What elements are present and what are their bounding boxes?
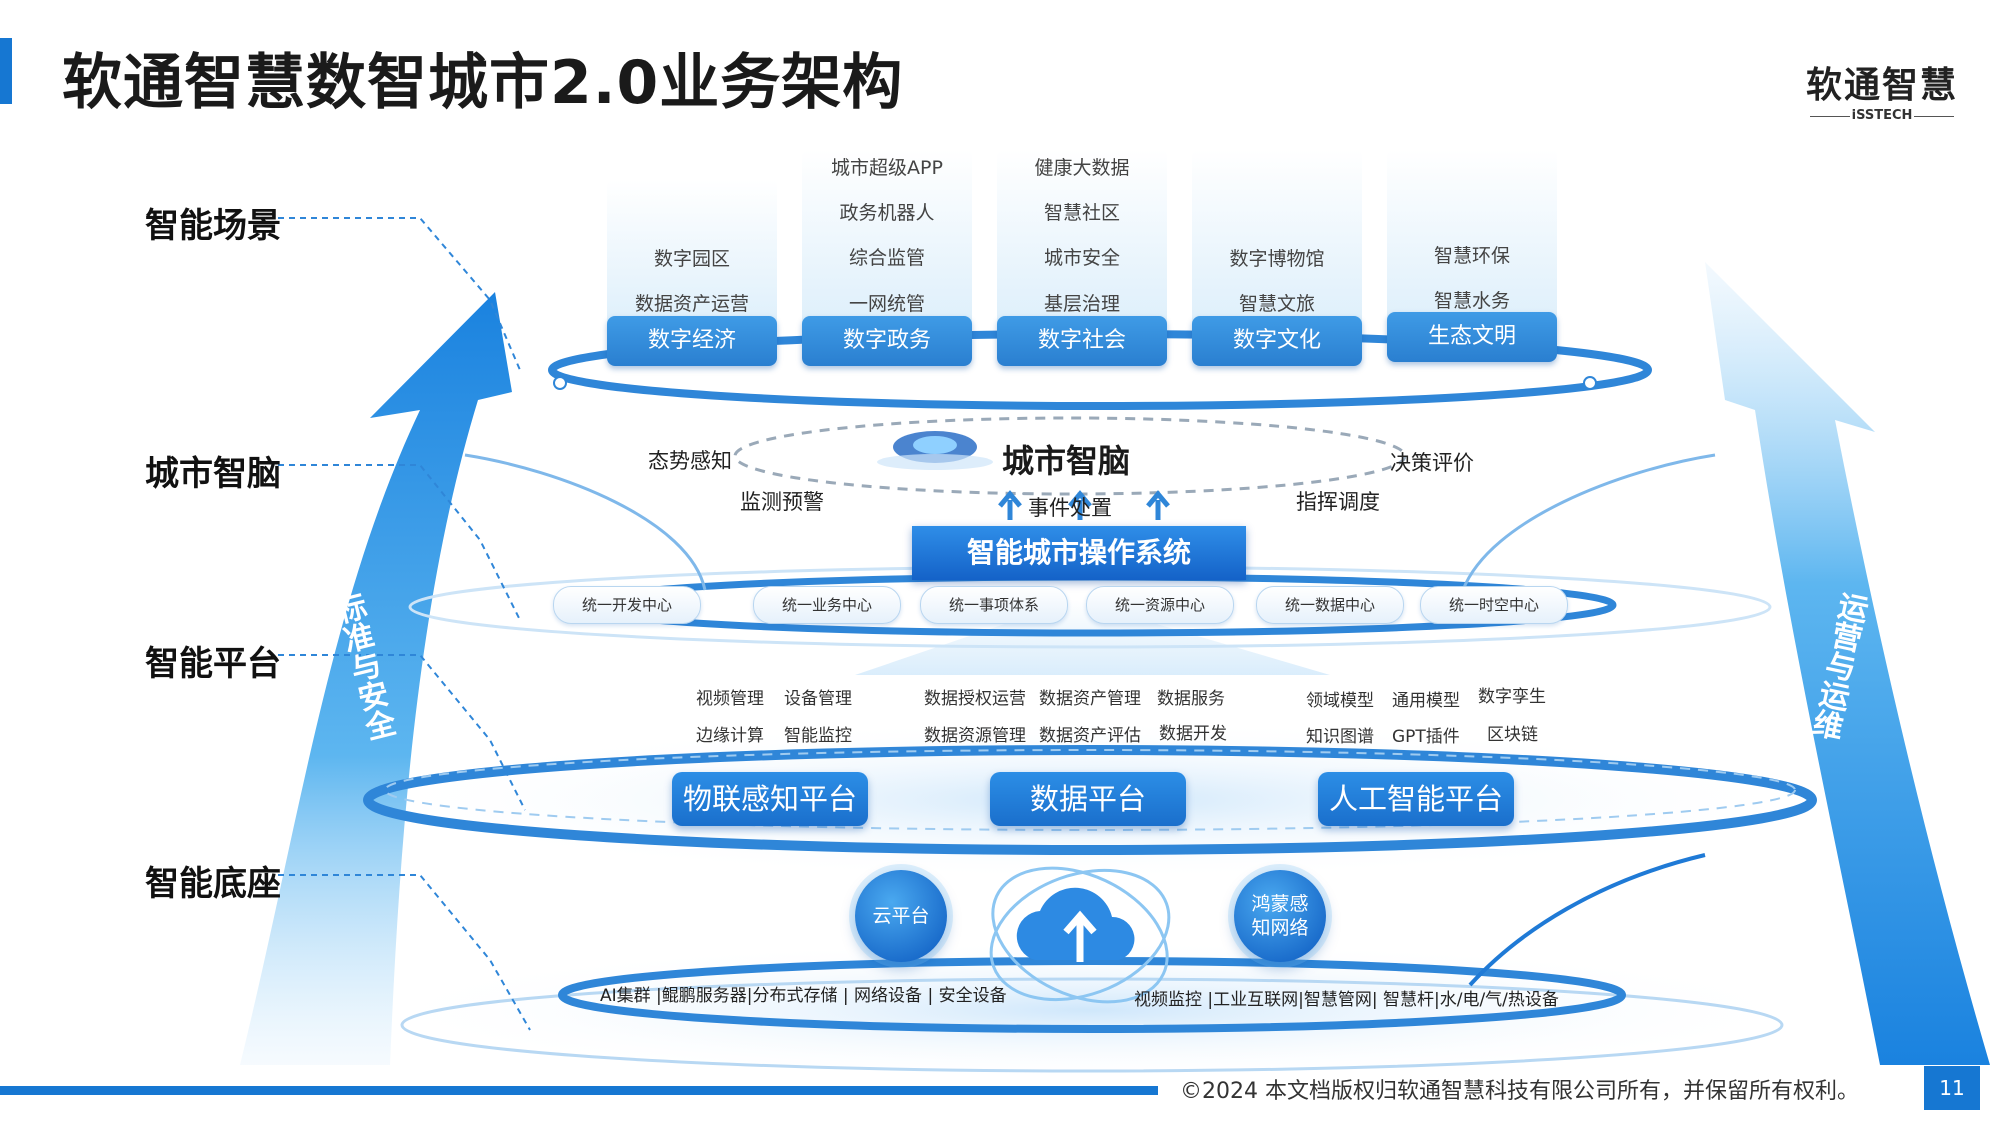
chip-icon [877, 431, 993, 470]
brain-decision-evaluation: 决策评价 [1390, 451, 1474, 475]
brain-situation-awareness: 态势感知 [648, 449, 732, 473]
platform-item: GPT插件 [1392, 727, 1460, 747]
platform-item: 数据资源管理 [924, 726, 1026, 746]
platform-item: 通用模型 [1392, 691, 1460, 711]
scene-item: 数字园区 [653, 248, 730, 270]
footer-line [0, 1086, 1158, 1095]
center-pill: 统一数据中心 [1256, 586, 1404, 624]
scene-item: 智慧水务 [1433, 290, 1510, 312]
center-pill: 统一业务中心 [753, 586, 901, 624]
scene-digital-society: 数字社会 [997, 316, 1167, 366]
copyright-text: ©2024 本文档版权归软通智慧科技有限公司所有，并保留所有权利。 [1180, 1079, 1859, 1104]
brain-title: 城市智脑 [1002, 442, 1131, 480]
center-pill: 统一资源中心 [1086, 586, 1234, 624]
scene-item: 基层治理 [1043, 293, 1120, 315]
scene-column-bg [1192, 150, 1362, 330]
cloud-platform-circle: 云平台 [855, 870, 947, 962]
platform-item: 视频管理 [696, 689, 764, 709]
platform-item: 智能监控 [784, 726, 852, 746]
platform-item: 数据开发 [1159, 724, 1227, 744]
center-pill: 统一事项体系 [920, 586, 1068, 624]
scene-item: 智慧社区 [1043, 202, 1120, 224]
ai-platform: 人工智能平台 [1318, 772, 1514, 826]
layer-label-brain: 城市智脑 [145, 454, 281, 494]
brain-command-dispatch: 指挥调度 [1296, 490, 1380, 514]
scene-column-bg [997, 150, 1167, 330]
left-arrow-shape [240, 292, 512, 1065]
scene-digital-culture: 数字文化 [1192, 316, 1362, 366]
scene-item: 城市安全 [1043, 247, 1120, 269]
city-os-box: 智能城市操作系统 [912, 526, 1246, 580]
layer-label-platform: 智能平台 [145, 644, 281, 684]
layer-label-scene: 智能场景 [145, 206, 281, 246]
platform-item: 边缘计算 [696, 726, 764, 746]
platform-item: 区块链 [1487, 725, 1538, 745]
scene-column-bg [802, 150, 972, 330]
platform-item: 数据服务 [1157, 689, 1225, 709]
page-title: 软通智慧数智城市2.0业务架构 [62, 48, 904, 118]
data-platform: 数据平台 [990, 772, 1186, 826]
brain-monitoring-alert: 监测预警 [740, 490, 824, 514]
scene-item: 数据资产运营 [634, 293, 749, 315]
platform-item: 知识图谱 [1306, 727, 1374, 747]
platform-item: 数据授权运营 [924, 689, 1026, 709]
scene-ecology: 生态文明 [1387, 312, 1557, 362]
logo-name: 软通智慧 [1806, 65, 1959, 106]
title-accent-bar [0, 38, 12, 104]
base-infrastructure-left: AI集群 |鲲鹏服务器|分布式存储 | 网络设备 | 安全设备 [600, 986, 1007, 1006]
base-infrastructure-right: 视频监控 |工业互联网|智慧管网| 智慧杆|水/电/气/热设备 [1134, 990, 1559, 1010]
scene-column-bg [1387, 150, 1557, 330]
scene-item: 一网统管 [848, 293, 925, 315]
platform-item: 设备管理 [784, 689, 852, 709]
platform-item: 数据资产评估 [1039, 726, 1141, 746]
scene-digital-government: 数字政务 [802, 316, 972, 366]
scene-item: 数字博物馆 [1229, 248, 1325, 270]
layer-label-base: 智能底座 [145, 864, 281, 904]
page-number: 11 [1924, 1066, 1980, 1110]
scene-item: 智慧环保 [1433, 245, 1510, 267]
scene-item: 健康大数据 [1034, 157, 1130, 179]
center-pill: 统一开发中心 [553, 586, 701, 624]
logo-sub: iSSTECH [1806, 108, 1958, 123]
platform-item: 数据资产管理 [1039, 689, 1141, 709]
cloud-upload-icon [989, 866, 1171, 1004]
platform-item: 数字孪生 [1478, 687, 1546, 707]
iot-platform: 物联感知平台 [672, 772, 868, 826]
harmony-network-circle: 鸿蒙感知网络 [1234, 870, 1326, 962]
scene-digital-economy: 数字经济 [607, 316, 777, 366]
right-arrow-shape [1705, 262, 1990, 1065]
scene-item: 综合监管 [848, 247, 925, 269]
company-logo: 软通智慧 iSSTECH [1806, 56, 1958, 123]
scene-column-bg [607, 180, 777, 330]
scene-item: 城市超级APP [831, 157, 943, 179]
scene-item: 政务机器人 [839, 202, 935, 224]
scene-item: 智慧文旅 [1238, 293, 1315, 315]
platform-item: 领域模型 [1306, 691, 1374, 711]
center-pill: 统一时空中心 [1420, 586, 1568, 624]
brain-event-handling: 事件处置 [1028, 496, 1112, 520]
